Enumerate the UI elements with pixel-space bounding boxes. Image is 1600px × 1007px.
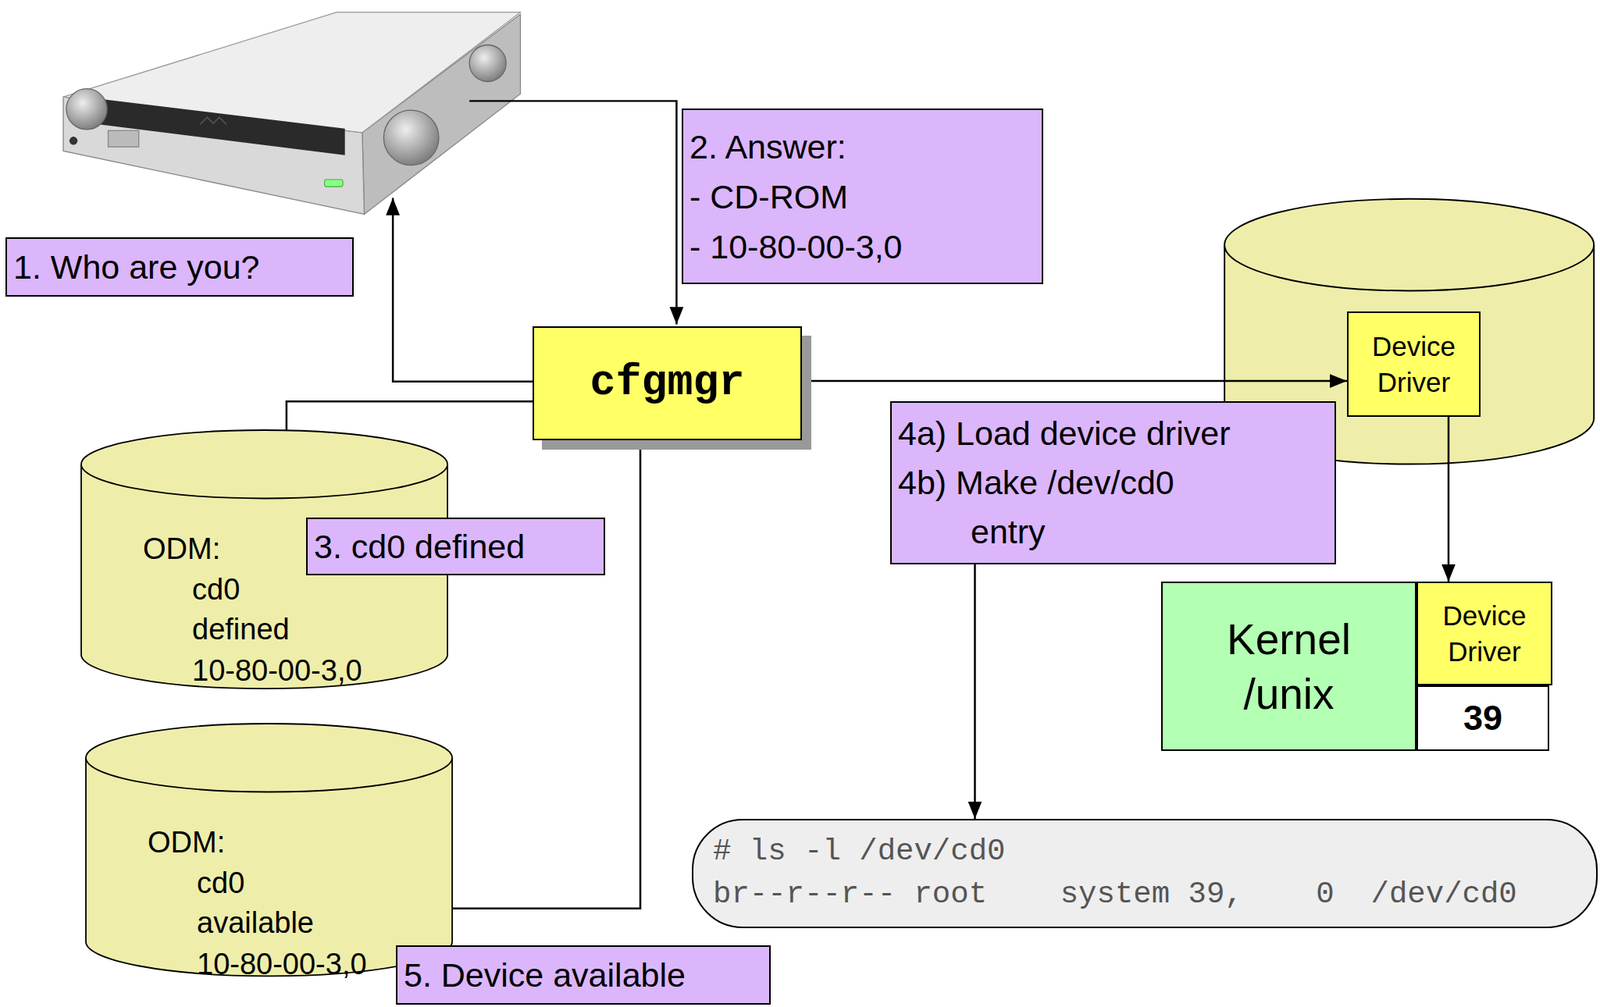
- connector-arrow: [973, 564, 977, 820]
- drive-foot: [469, 44, 507, 82]
- box-text: Device Driver: [1354, 328, 1473, 401]
- drive-led: [324, 179, 344, 187]
- box-text: Device Driver: [1424, 598, 1545, 670]
- box-text: - 10-80-00-3,0: [689, 221, 903, 272]
- box-text: 5. Device available: [403, 955, 686, 996]
- connector-arrow: [1447, 416, 1451, 582]
- cylinder-outline: [84, 722, 454, 980]
- cylinder-top: [85, 723, 453, 792]
- drive-logo: [199, 117, 227, 125]
- drive-slot: [99, 99, 346, 156]
- connector-arrow: [801, 380, 1347, 383]
- database-text: cd0: [192, 571, 240, 608]
- step-label: 3. cd0 defined: [306, 517, 606, 576]
- command-box: cfgmgr: [532, 326, 802, 441]
- step-label: 1. Who are you?: [5, 237, 354, 297]
- database-text: ODM:: [142, 530, 221, 567]
- drive-foot: [383, 110, 439, 166]
- step-label: 2. Answer:- CD-ROM- 10-80-00-3,0: [681, 108, 1044, 285]
- box-text: Kernel /unix: [1203, 612, 1376, 722]
- database-text: 10-80-00-3,0: [192, 652, 363, 689]
- step-label: 5. Device available: [395, 945, 771, 1005]
- cylinder-top: [81, 430, 448, 499]
- box-text: 4a) Load device driver: [897, 409, 1230, 459]
- odm-database: ODM: cd0available 10-80-00-3,0: [84, 722, 454, 980]
- step-label: 4a) Load device driver4b) Make /dev/cd0 …: [890, 401, 1337, 565]
- terminal-line: br--r--r-- root system 39, 0 /dev/cd0: [712, 873, 1518, 917]
- drive-button: [108, 130, 139, 147]
- disk-cylinder-top: [1224, 199, 1594, 292]
- query-arrow: [392, 198, 533, 382]
- answer-arrow: [469, 100, 677, 325]
- database-text: defined: [192, 611, 290, 648]
- major-number-box: 39: [1416, 685, 1550, 752]
- box-text: 39: [1463, 697, 1503, 740]
- box-text: 1. Who are you?: [13, 246, 261, 288]
- box-text: - CD-ROM: [689, 171, 849, 222]
- box-text: 2. Answer:: [689, 121, 847, 172]
- kernel-box: Kernel /unix: [1161, 581, 1417, 752]
- box-text: cfgmgr: [589, 357, 745, 410]
- device-driver-box: Device Driver: [1346, 311, 1481, 417]
- database-text: available: [196, 905, 314, 941]
- device-driver-box: Device Driver: [1416, 581, 1553, 686]
- drive-jack: [69, 136, 78, 145]
- database-text: cd0: [196, 865, 245, 902]
- box-text: 3. cd0 defined: [313, 526, 525, 567]
- database-text: ODM:: [147, 824, 225, 861]
- drive-foot: [66, 89, 107, 130]
- database-text: 10-80-00-3,0: [196, 946, 368, 983]
- terminal-line: # ls -l /dev/cd0: [712, 830, 1005, 874]
- box-text: 4b) Make /dev/cd0 entry: [897, 458, 1229, 557]
- terminal-output: # ls -l /dev/cd0br--r--r-- root system 3…: [691, 819, 1598, 929]
